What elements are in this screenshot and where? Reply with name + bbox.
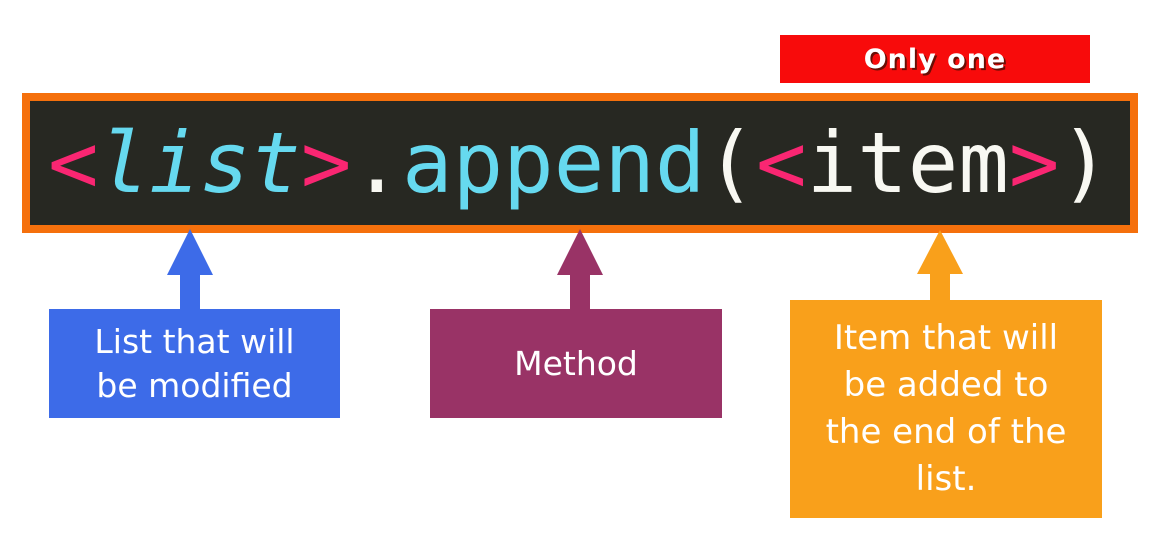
list-label-text: List that will be modified [94,321,295,405]
code-token: item [806,114,1009,212]
code-token: . [351,114,403,212]
code-token: > [300,114,352,212]
method-arrow [557,229,603,310]
code-box: <list>.append(<item>) [22,93,1138,233]
code-token: < [48,114,99,212]
only-one-banner: Only one [780,35,1090,83]
code-token: < [756,114,807,212]
list-arrow-head-icon [167,229,213,275]
only-one-label: Only one [863,43,1007,75]
code-token: > [1008,114,1060,212]
code-token: list [98,114,301,212]
item-arrow-head-icon [917,230,963,274]
code-token: ) [1059,114,1111,212]
method-label-box: Method [430,309,722,418]
method-arrow-head-icon [557,229,603,275]
method-arrow-stem [570,275,590,310]
item-arrow-stem [930,274,950,301]
list-arrow [167,229,213,310]
item-label-box: Item that will be added to the end of th… [790,300,1102,518]
code-token: ( [705,114,757,212]
list-arrow-stem [180,275,200,310]
code-line: <list>.append(<item>) [48,121,1110,205]
method-label-text: Method [514,343,638,383]
code-token: append [402,114,706,212]
list-label-box: List that will be modified [49,309,340,418]
item-label-text: Item that will be added to the end of th… [825,318,1067,499]
item-arrow [917,230,963,301]
